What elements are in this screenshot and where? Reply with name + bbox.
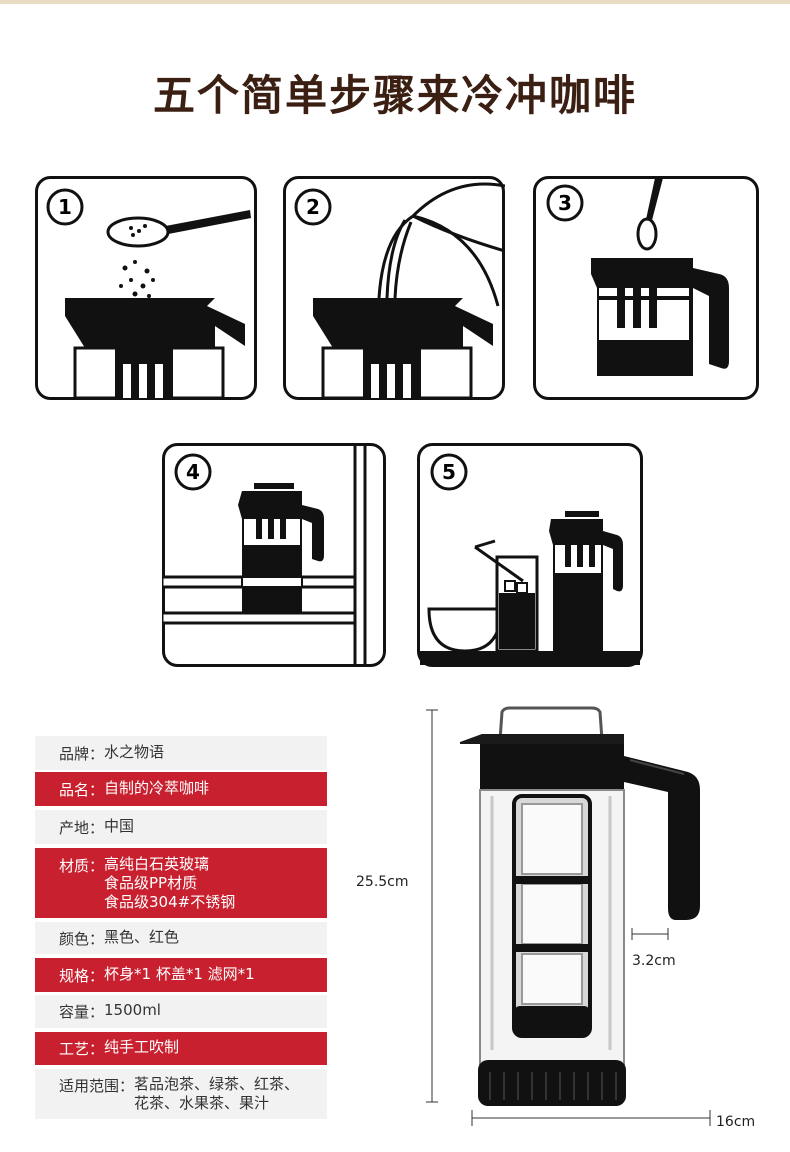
spec-label: 工艺： (59, 1040, 105, 1058)
step-3-panel: 3 (533, 176, 759, 400)
water-kettle-icon (411, 182, 505, 307)
spec-value: 中国 (104, 816, 135, 835)
width-dimension-line (471, 1110, 711, 1126)
top-divider (0, 0, 790, 4)
spec-row: 规格：杯身*1 杯盖*1 滤网*1 (35, 958, 327, 992)
spec-value: 自制的冷萃咖啡 (104, 778, 210, 797)
spec-value: 食品级304#不锈钢 (104, 892, 236, 911)
filter-jug-icon (65, 298, 245, 400)
step-number: 5 (442, 460, 456, 484)
cold-brew-pitcher-icon (591, 258, 729, 376)
spec-value: 水之物语 (104, 742, 165, 761)
silicone-base (478, 1060, 626, 1106)
handle-dimension-label: 3.2cm (632, 953, 676, 969)
spec-label: 品名： (59, 780, 105, 799)
cold-brew-pitcher-icon (549, 511, 623, 651)
spec-label: 规格： (59, 966, 105, 985)
spec-value: 黑色、红色 (104, 927, 180, 946)
spec-row: 适用范围：茗品泡茶、绿茶、红茶、花茶、水果茶、果汁 (35, 1069, 327, 1119)
step-4-panel: 4 (162, 443, 386, 667)
spec-label: 容量： (59, 1003, 105, 1021)
spec-row: 品名：自制的冷萃咖啡 (35, 772, 327, 806)
step-number-badge: 2 (294, 188, 332, 226)
spoon-icon (636, 178, 663, 251)
cold-brew-pitcher-icon (238, 483, 324, 613)
height-dimension-label: 25.5cm (356, 874, 409, 890)
step-number-badge: 1 (46, 188, 84, 226)
iced-drink-glass-icon (474, 539, 539, 653)
spec-label: 材质： (59, 856, 105, 875)
step-number: 1 (58, 195, 72, 219)
spec-row: 工艺：纯手工吹制 (35, 1032, 327, 1065)
step-number-badge: 3 (546, 184, 584, 222)
spec-label: 颜色： (59, 929, 105, 948)
spec-value: 茗品泡茶、绿茶、红茶、 (134, 1075, 300, 1093)
filter-jug-icon (313, 298, 493, 400)
step-5-panel: 5 (417, 443, 643, 667)
step-number: 3 (558, 191, 572, 215)
spec-row: 容量：1500ml (35, 995, 327, 1028)
step-2-panel: 2 (283, 176, 505, 400)
spec-value: 食品级PP材质 (104, 873, 198, 892)
product-photo (420, 700, 790, 1152)
spec-label: 产地： (59, 818, 105, 837)
step-1-panel: 1 (35, 176, 257, 400)
spec-value: 高纯白石英玻璃 (104, 854, 210, 873)
spec-value: 杯身*1 杯盖*1 滤网*1 (104, 964, 255, 983)
filter-mesh (512, 794, 592, 1038)
height-dimension-line (426, 709, 438, 1103)
step-number-badge: 4 (174, 453, 212, 491)
spec-label: 品牌： (59, 744, 105, 763)
spec-row: 产地：中国 (35, 810, 327, 844)
spec-value: 花茶、水果茶、果汁 (134, 1094, 270, 1112)
pitcher-handle (624, 756, 700, 920)
spec-label: 适用范围： (59, 1077, 135, 1095)
step-number-badge: 5 (430, 453, 468, 491)
step-number: 4 (186, 460, 200, 484)
water-stream-icon (377, 214, 414, 299)
width-dimension-label: 16cm (716, 1114, 756, 1130)
spoon-icon (106, 210, 251, 248)
spec-row: 颜色：黑色、红色 (35, 922, 327, 954)
spec-row: 材质：高纯白石英玻璃食品级PP材质食品级304#不锈钢 (35, 848, 327, 918)
spec-value: 纯手工吹制 (104, 1038, 180, 1056)
handle-dimension-line (631, 928, 669, 940)
spec-row: 品牌：水之物语 (35, 736, 327, 770)
step-number: 2 (306, 195, 320, 219)
pitcher-lid (460, 706, 624, 790)
spec-value: 1500ml (104, 1001, 161, 1019)
page-title: 五个简单步骤来冷冲咖啡 (152, 71, 637, 120)
